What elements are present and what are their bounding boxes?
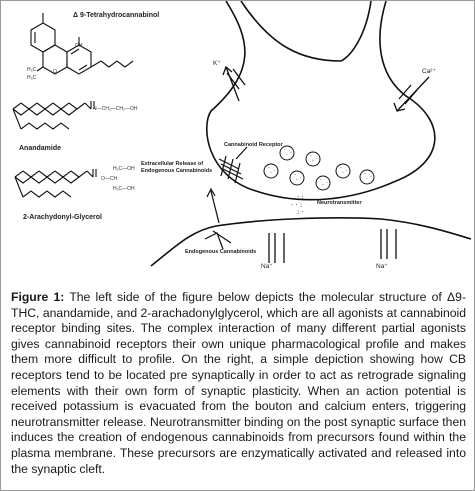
svg-text:·: · — [346, 168, 348, 175]
anandamide-label: Anandamide — [19, 145, 62, 152]
thc-h3c-label: H₃C — [27, 67, 37, 73]
potassium-label: K⁺ — [213, 60, 221, 67]
thc-label: Δ 9-Tetrahydrocannabinol — [73, 12, 160, 19]
ca-channel — [393, 76, 430, 112]
thc-oh-label: OH — [75, 43, 83, 49]
released-neurotransmitter: · :· · :: · — [291, 193, 304, 216]
svg-text:·: · — [274, 168, 276, 175]
thc-ch3-label: H₃C — [27, 75, 37, 81]
svg-text:·: · — [300, 175, 302, 182]
diagram-svg: ··· ··· ··· ··· ··· ··· ··· · :· · :: · — [12, 0, 472, 267]
postsynaptic-membrane — [150, 217, 472, 267]
svg-text:·: · — [320, 177, 322, 184]
svg-text:·: · — [326, 180, 328, 187]
vesicle-contents: ··· ··· ··· ··· ··· ··· ··· — [268, 147, 372, 189]
vesicles — [263, 145, 375, 191]
svg-text:·: · — [370, 174, 372, 181]
calcium-label: Ca²⁺ — [422, 68, 436, 75]
sodium-label-right: Na⁺ — [376, 263, 388, 270]
ag-label: 2-Arachydonyl-Glycerol — [23, 214, 102, 221]
svg-text:·: · — [270, 170, 272, 177]
extracellular-release-label: Extracellular Release of Endogenous Cann… — [141, 161, 213, 174]
svg-text:·: · — [366, 176, 368, 183]
sodium-label-left: Na⁺ — [261, 263, 273, 270]
svg-text:·: · — [340, 165, 342, 172]
anandamide-structure — [12, 101, 95, 130]
na-channels — [268, 229, 397, 263]
ag-top-label: H₂C—OH — [113, 166, 135, 172]
svg-text:·: · — [310, 153, 312, 160]
thc-o-label: O — [53, 69, 57, 75]
k-channel — [222, 65, 246, 102]
thc-structure — [30, 13, 134, 75]
svg-text:·: · — [286, 152, 288, 159]
svg-text:·: · — [342, 170, 344, 177]
figure-caption: Figure 1: The left side of the figure be… — [11, 290, 466, 477]
ag-structure — [14, 169, 97, 198]
svg-text:·: · — [364, 171, 366, 178]
svg-text:·: · — [268, 165, 270, 172]
svg-text:·: · — [316, 156, 318, 163]
cannabinoid-receptor-label: Cannabinoid Receptor — [224, 142, 283, 148]
svg-text:·: · — [284, 147, 286, 154]
svg-text:: ·: : · — [297, 208, 304, 216]
svg-text:·: · — [296, 177, 298, 184]
ag-bot-label: H₂C—OH — [113, 186, 135, 192]
svg-text:· :: · : — [297, 193, 304, 201]
svg-text:·: · — [322, 182, 324, 189]
caption-prefix: Figure 1: — [11, 290, 65, 304]
ag-mid-label: O—CH — [101, 176, 118, 182]
caption-text: The left side of the figure below depict… — [11, 290, 467, 476]
figure-illustration: ··· ··· ··· ··· ··· ··· ··· · :· · :: · — [1, 0, 474, 289]
cannabinoid-receptor — [218, 146, 248, 184]
neurotransmitter-label: Neurotransmitter — [317, 200, 362, 206]
anandamide-chain-label: N—CH₂—CH₂—OH — [93, 106, 138, 112]
svg-text:·: · — [290, 150, 292, 157]
svg-text:·: · — [294, 172, 296, 179]
endocannabinoid-arrows — [204, 187, 232, 250]
presynaptic-terminal — [205, 0, 436, 201]
svg-text:· · :: · · : — [291, 201, 302, 209]
endogenous-cannabinoids-label: Endogenous Cannabinoids — [185, 249, 257, 255]
svg-text:·: · — [312, 158, 314, 165]
